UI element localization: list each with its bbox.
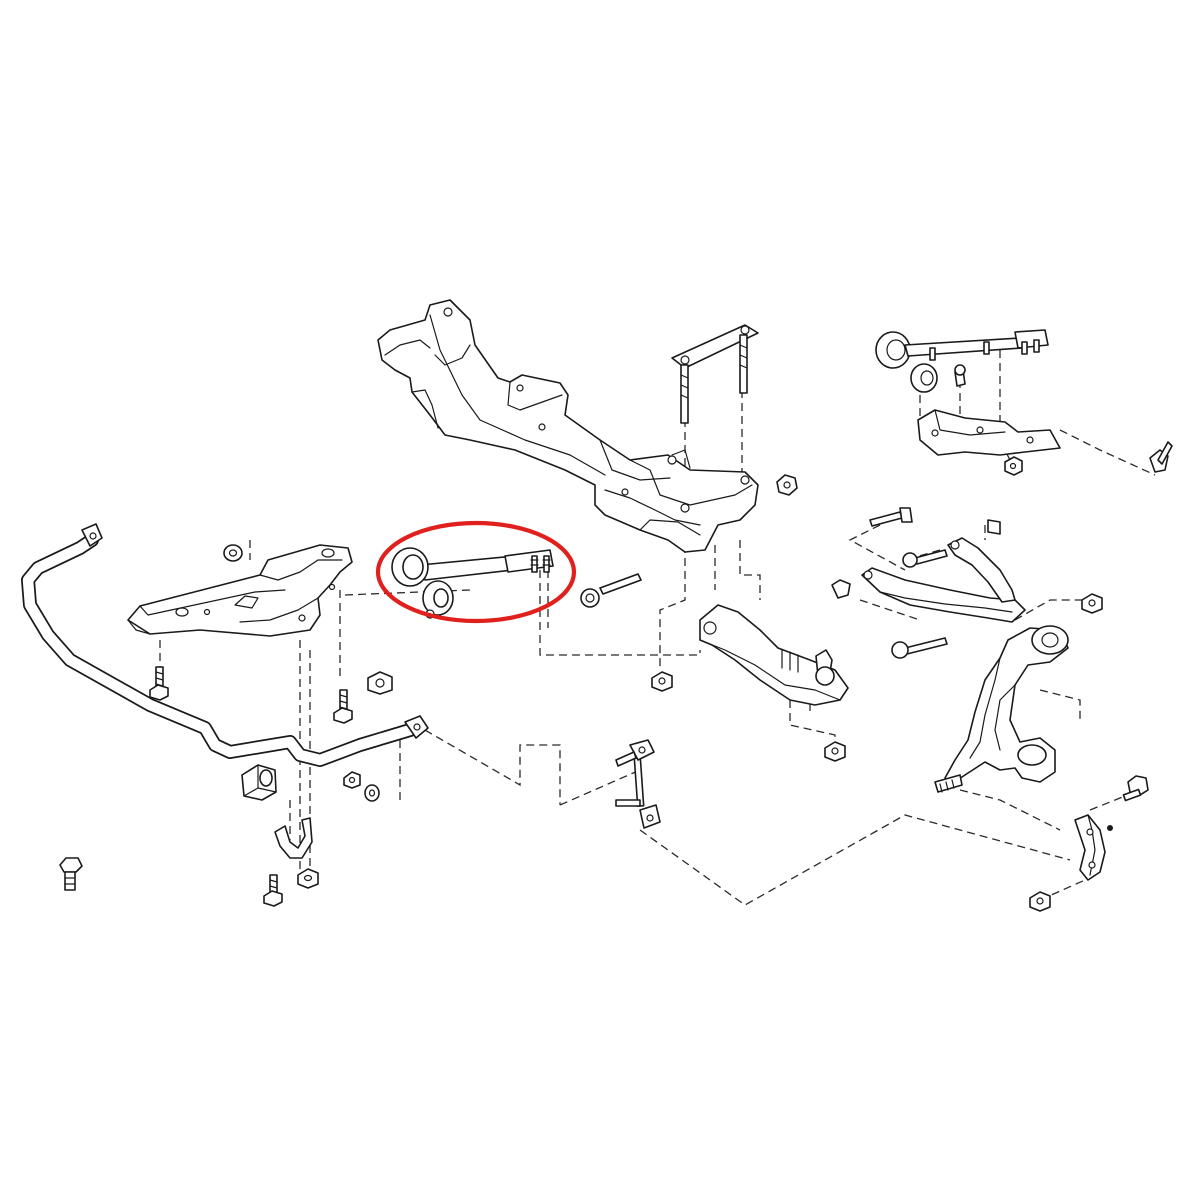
upper-control-arm	[861, 519, 1026, 623]
lower-control-arm	[934, 625, 1069, 793]
upper-arm-bolt-top	[869, 507, 913, 527]
nut-upper-left	[831, 579, 851, 599]
nut-small-center	[343, 771, 361, 789]
bolt-bottom-left	[263, 874, 283, 907]
crossmember-studs	[671, 324, 759, 424]
compression-rod-bracket	[917, 409, 1061, 456]
front-lower-link-arm	[391, 547, 554, 619]
washer-top	[223, 544, 243, 562]
stabilizer-link	[615, 739, 661, 829]
nut-rear-bracket	[1029, 891, 1051, 912]
highlight-circle	[375, 520, 577, 624]
nut-bracket	[1004, 456, 1023, 476]
crossmember-nut	[776, 474, 798, 496]
compression-rod-assembly	[875, 329, 1049, 393]
bushing-clamp	[274, 817, 313, 859]
nut-under-crossmember	[651, 671, 673, 692]
nut-bottom-left	[297, 868, 319, 889]
front-lower-arm	[699, 604, 849, 706]
stabilizer-bar	[21, 523, 429, 767]
long-pivot-bolt	[580, 573, 642, 608]
rear-bracket	[1074, 814, 1113, 881]
stabilizer-bushing	[241, 764, 277, 801]
nut-upper-right	[1081, 593, 1103, 614]
bolt-bracket-top	[954, 364, 966, 387]
bolt-center-1	[333, 689, 353, 724]
subframe-bracket-plate	[127, 544, 353, 637]
flange-nut-center	[367, 671, 393, 695]
bolt-left-bracket	[149, 666, 169, 701]
nut-under-arm	[824, 741, 846, 762]
upper-arm-bolt-mid	[902, 549, 948, 568]
upper-arm-bolt-low	[891, 637, 948, 659]
washer-center	[364, 784, 380, 802]
bolt-rear-bracket	[1122, 775, 1149, 802]
push-clip	[59, 857, 83, 891]
bolt-bracket-right	[1149, 441, 1173, 473]
front-crossmember	[377, 299, 759, 553]
